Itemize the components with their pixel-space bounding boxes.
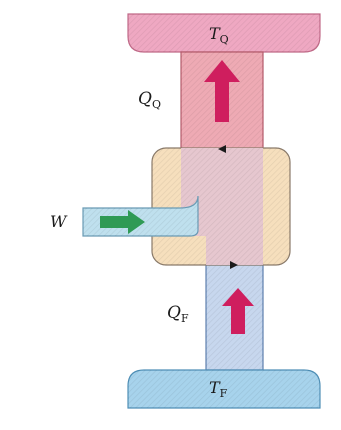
heat-up-arrow-hot xyxy=(204,60,240,122)
flow-direction-marker-left xyxy=(218,145,226,153)
hot-reservoir-label: TQ xyxy=(209,24,229,46)
heat-hot-label: QQ xyxy=(138,89,161,111)
hot-reservoir-texture xyxy=(128,14,320,52)
work-label: W xyxy=(50,212,68,231)
heat-up-arrow-cold xyxy=(222,288,254,334)
heat-cold-label: QF xyxy=(167,303,189,325)
cold-reservoir-texture xyxy=(128,370,320,408)
flow-direction-marker-right xyxy=(230,261,238,269)
flow-band-texture xyxy=(181,148,263,265)
cold-reservoir-label: TF xyxy=(209,378,228,400)
work-right-arrow xyxy=(100,210,145,234)
